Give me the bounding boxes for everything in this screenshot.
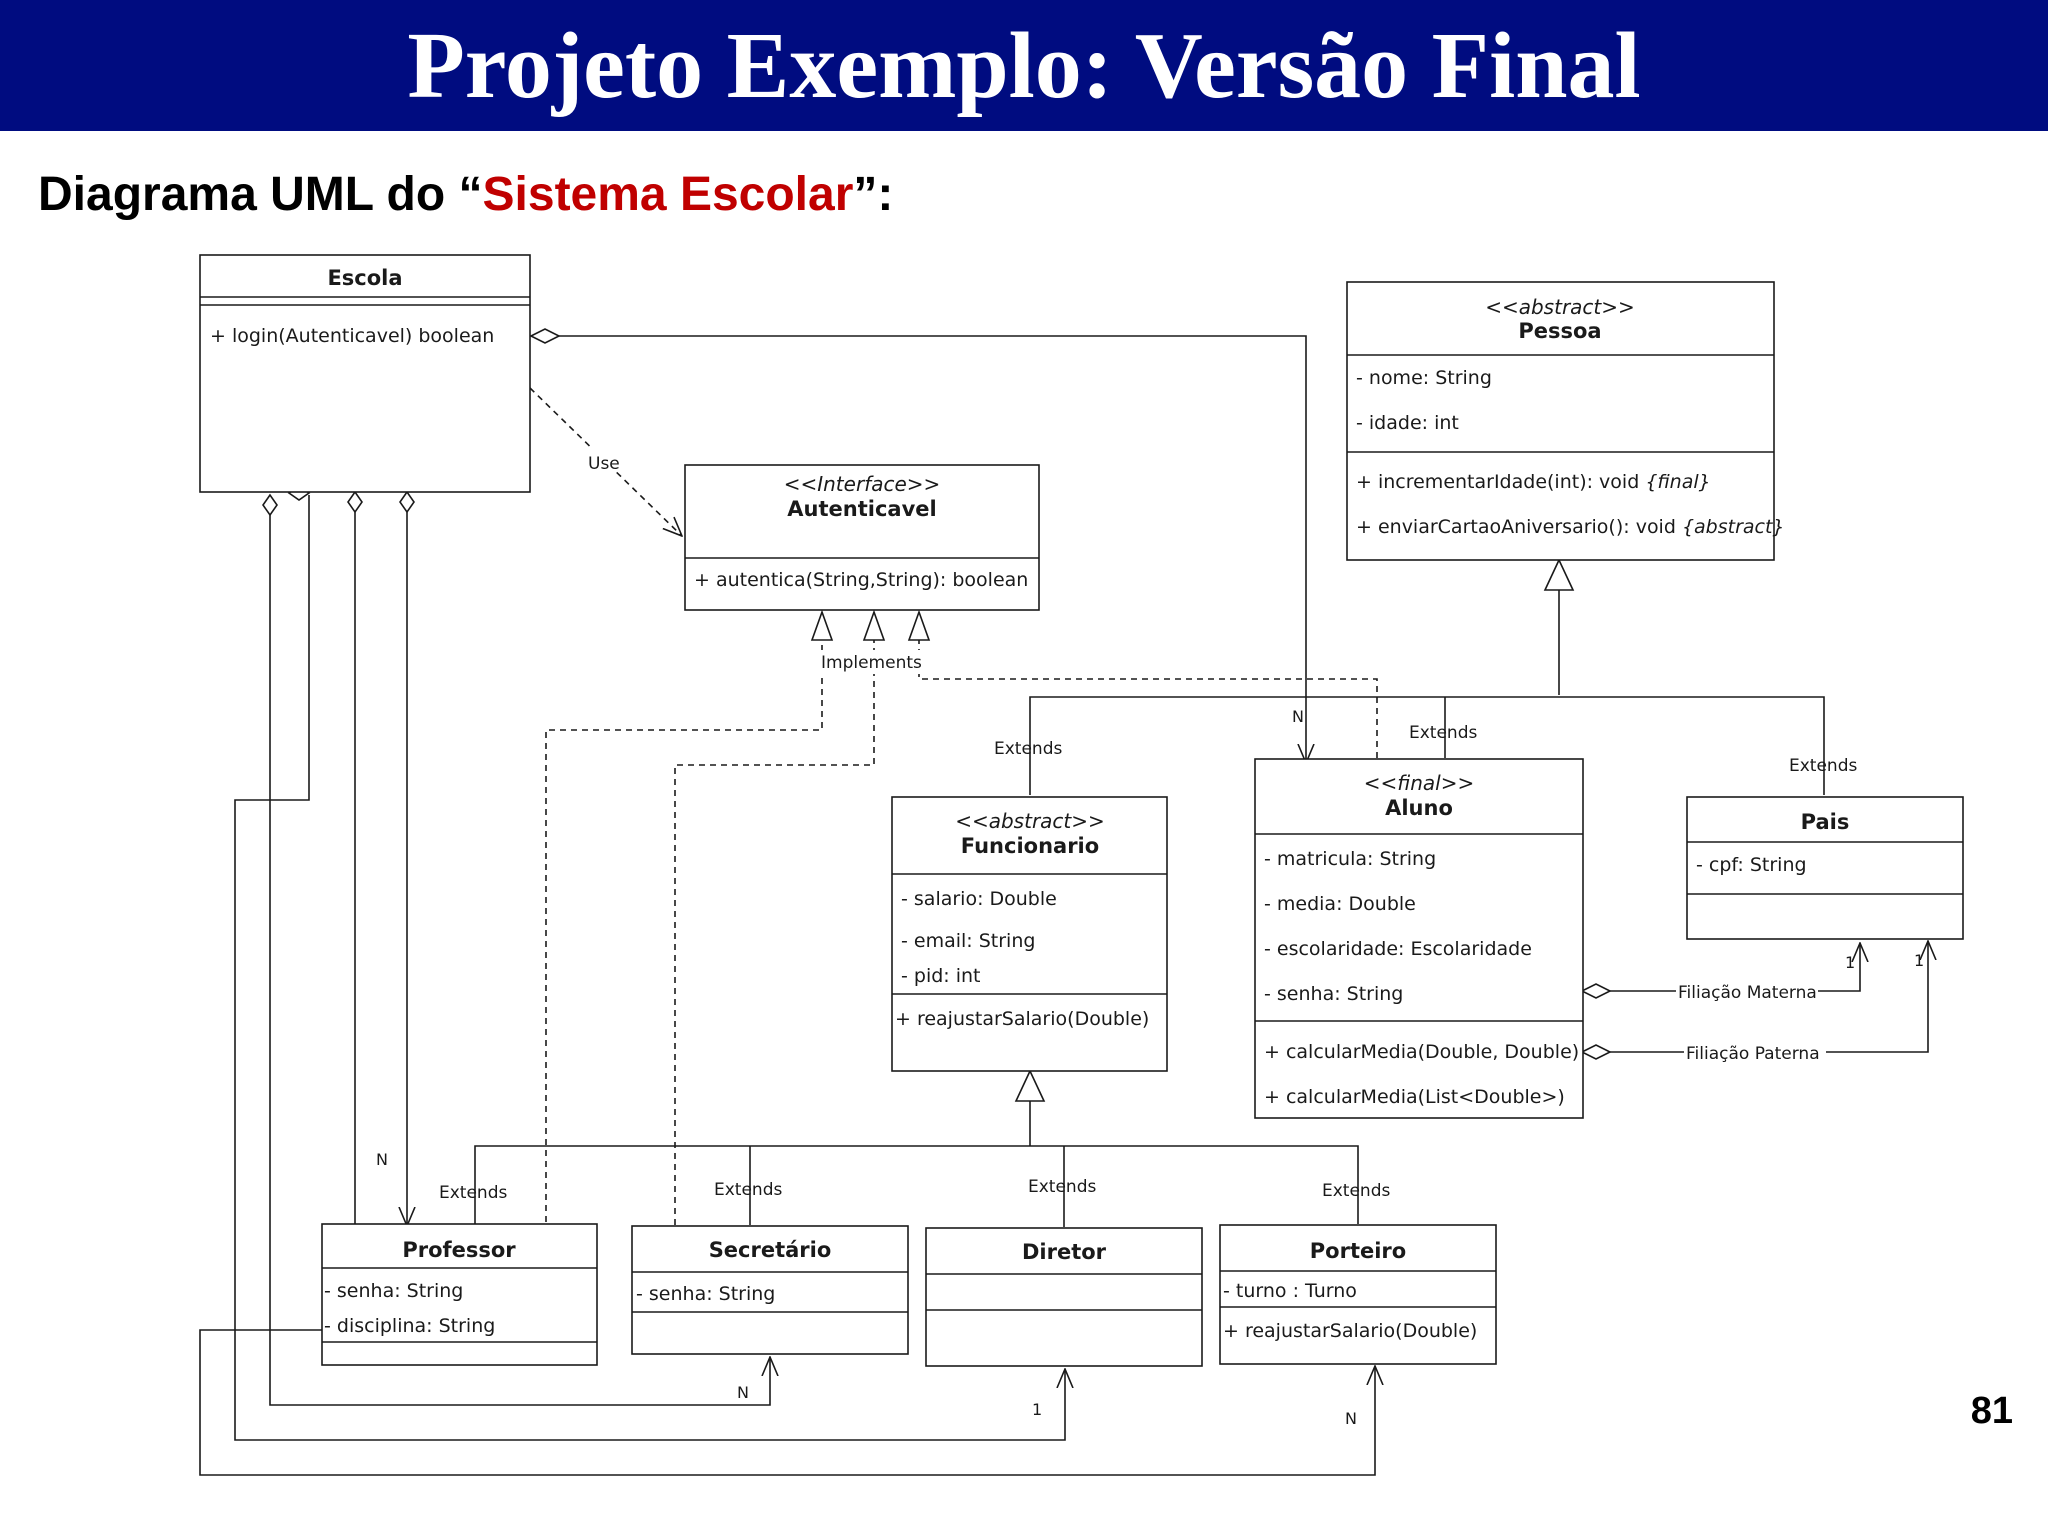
multiplicity-pais-paterna: 1	[1914, 951, 1924, 970]
class-stereotype: <<abstract>>	[955, 809, 1105, 833]
multiplicity-diretor: 1	[1032, 1400, 1042, 1419]
class-attribute: - salario: Double	[901, 888, 1057, 910]
class-name: Autenticavel	[787, 497, 936, 521]
class-attribute: - escolaridade: Escolaridade	[1264, 938, 1532, 960]
generalization-head-funcionario	[1014, 1069, 1046, 1102]
slide-title: Projeto Exemplo: Versão Final	[407, 14, 1641, 118]
class-name: Pessoa	[1518, 319, 1601, 343]
class-name: Professor	[402, 1238, 516, 1262]
class-attribute: - cpf: String	[1696, 854, 1807, 876]
page-number: 81	[1970, 1390, 2013, 1432]
class-porteiro: Porteiro - turno : Turno + reajustarSala…	[1219, 1224, 1497, 1365]
extends-to-pessoa-bus	[1029, 696, 1825, 795]
assoc-escola-aluno	[559, 335, 1306, 763]
class-attribute: - idade: int	[1356, 412, 1459, 434]
class-pais: Pais - cpf: String	[1686, 796, 1964, 940]
class-name: Porteiro	[1310, 1239, 1406, 1263]
class-stereotype: <<final>>	[1364, 771, 1474, 795]
multiplicity-aluno: N	[1292, 707, 1304, 726]
class-secretario: Secretário - senha: String	[631, 1225, 909, 1355]
implements-professor	[545, 640, 823, 1222]
aggregation-diamond-escola-aluno	[529, 328, 561, 344]
assoc-escola-porteiro	[199, 512, 1375, 1476]
class-stereotype: <<Interface>>	[784, 472, 941, 496]
class-attribute: - nome: String	[1356, 367, 1492, 389]
multiplicity-professor: N	[376, 1150, 388, 1169]
class-funcionario: <<abstract>> Funcionario - salario: Doub…	[891, 796, 1168, 1072]
class-attribute: - email: String	[901, 930, 1035, 952]
class-method: + enviarCartaoAniversario(): void {abstr…	[1356, 516, 1785, 538]
class-method: + autentica(String,String): boolean	[694, 569, 1028, 591]
class-attribute: - senha: String	[636, 1283, 775, 1305]
class-method: + incrementarIdade(int): void {final}	[1356, 471, 1711, 493]
extends-label-secretario: Extends	[714, 1180, 782, 1200]
class-attribute: - senha: String	[1264, 983, 1403, 1005]
realization-head-3	[907, 609, 931, 641]
class-professor: Professor - senha: String - disciplina: …	[321, 1223, 598, 1366]
subtitle-highlight: Sistema Escolar	[482, 168, 854, 221]
aggregation-diamond-porteiro	[347, 490, 363, 514]
implements-label: Implements	[821, 653, 922, 673]
class-method: + reajustarSalario(Double)	[895, 1008, 1149, 1030]
implements-aluno	[918, 640, 1378, 758]
title-bar: Projeto Exemplo: Versão Final	[0, 0, 2048, 131]
generalization-head-pessoa	[1543, 558, 1575, 591]
class-aluno: <<final>> Aluno - matricula: String - me…	[1254, 758, 1584, 1119]
class-pessoa: <<abstract>> Pessoa - nome: String - ida…	[1346, 281, 1785, 561]
multiplicity-secretario: N	[737, 1383, 749, 1402]
implements-secretario	[674, 640, 875, 1225]
class-method: + reajustarSalario(Double)	[1223, 1320, 1477, 1342]
realization-head-1	[810, 609, 834, 641]
class-escola: Escola + login(Autenticavel) boolean	[199, 254, 531, 493]
class-method: + calcularMedia(List<Double>)	[1264, 1086, 1565, 1108]
aggregation-diamond-professor	[399, 490, 415, 514]
class-name: Escola	[327, 266, 402, 290]
class-attribute: - matricula: String	[1264, 848, 1436, 870]
assoc-escola-diretor	[234, 495, 1065, 1441]
use-label: Use	[588, 454, 620, 474]
multiplicity-pais-materna: 1	[1845, 953, 1855, 972]
class-attribute: - senha: String	[324, 1280, 463, 1302]
use-dependency	[529, 387, 682, 536]
extends-label-funcionario: Extends	[994, 739, 1062, 759]
subtitle-prefix: Diagrama UML do “	[38, 168, 483, 221]
aggregation-diamond-secretario	[262, 493, 278, 517]
filiacao-paterna-label: Filiação Paterna	[1686, 1044, 1820, 1064]
aggregation-diamond-materna	[1580, 983, 1612, 999]
class-attribute: - media: Double	[1264, 893, 1416, 915]
extends-label-porteiro: Extends	[1322, 1181, 1390, 1201]
extends-label-diretor: Extends	[1028, 1177, 1096, 1197]
class-name: Diretor	[1022, 1240, 1107, 1264]
class-name: Secretário	[709, 1238, 832, 1262]
class-stereotype: <<abstract>>	[1485, 295, 1635, 319]
class-attribute: - disciplina: String	[324, 1315, 495, 1337]
aggregation-diamond-paterna	[1580, 1044, 1612, 1060]
connector-labels: Use Implements Extends Extends Extends E…	[376, 448, 1924, 1428]
assoc-escola-secretario	[269, 515, 770, 1406]
class-autenticavel: <<Interface>> Autenticavel + autentica(S…	[684, 464, 1040, 611]
slide-subtitle: Diagrama UML do “Sistema Escolar”:	[38, 160, 893, 230]
classes: Escola + login(Autenticavel) boolean <<I…	[199, 254, 1964, 1367]
extends-to-funcionario-bus	[474, 1145, 1359, 1224]
extends-label-aluno: Extends	[1409, 723, 1477, 743]
filiacao-materna-label: Filiação Materna	[1678, 983, 1817, 1003]
class-attribute: - turno : Turno	[1223, 1280, 1357, 1302]
class-name: Funcionario	[961, 834, 1099, 858]
realization-head-2	[862, 609, 886, 641]
multiplicity-porteiro: N	[1345, 1409, 1357, 1428]
class-attribute: - pid: int	[901, 965, 981, 987]
extends-label-pais: Extends	[1789, 756, 1857, 776]
class-name: Aluno	[1385, 796, 1453, 820]
class-name: Pais	[1801, 810, 1850, 834]
class-method: + login(Autenticavel) boolean	[210, 325, 494, 347]
class-method: + calcularMedia(Double, Double)	[1264, 1041, 1579, 1063]
extends-label-professor: Extends	[439, 1183, 507, 1203]
subtitle-suffix: ”:	[853, 168, 894, 221]
class-diretor: Diretor	[925, 1227, 1203, 1367]
